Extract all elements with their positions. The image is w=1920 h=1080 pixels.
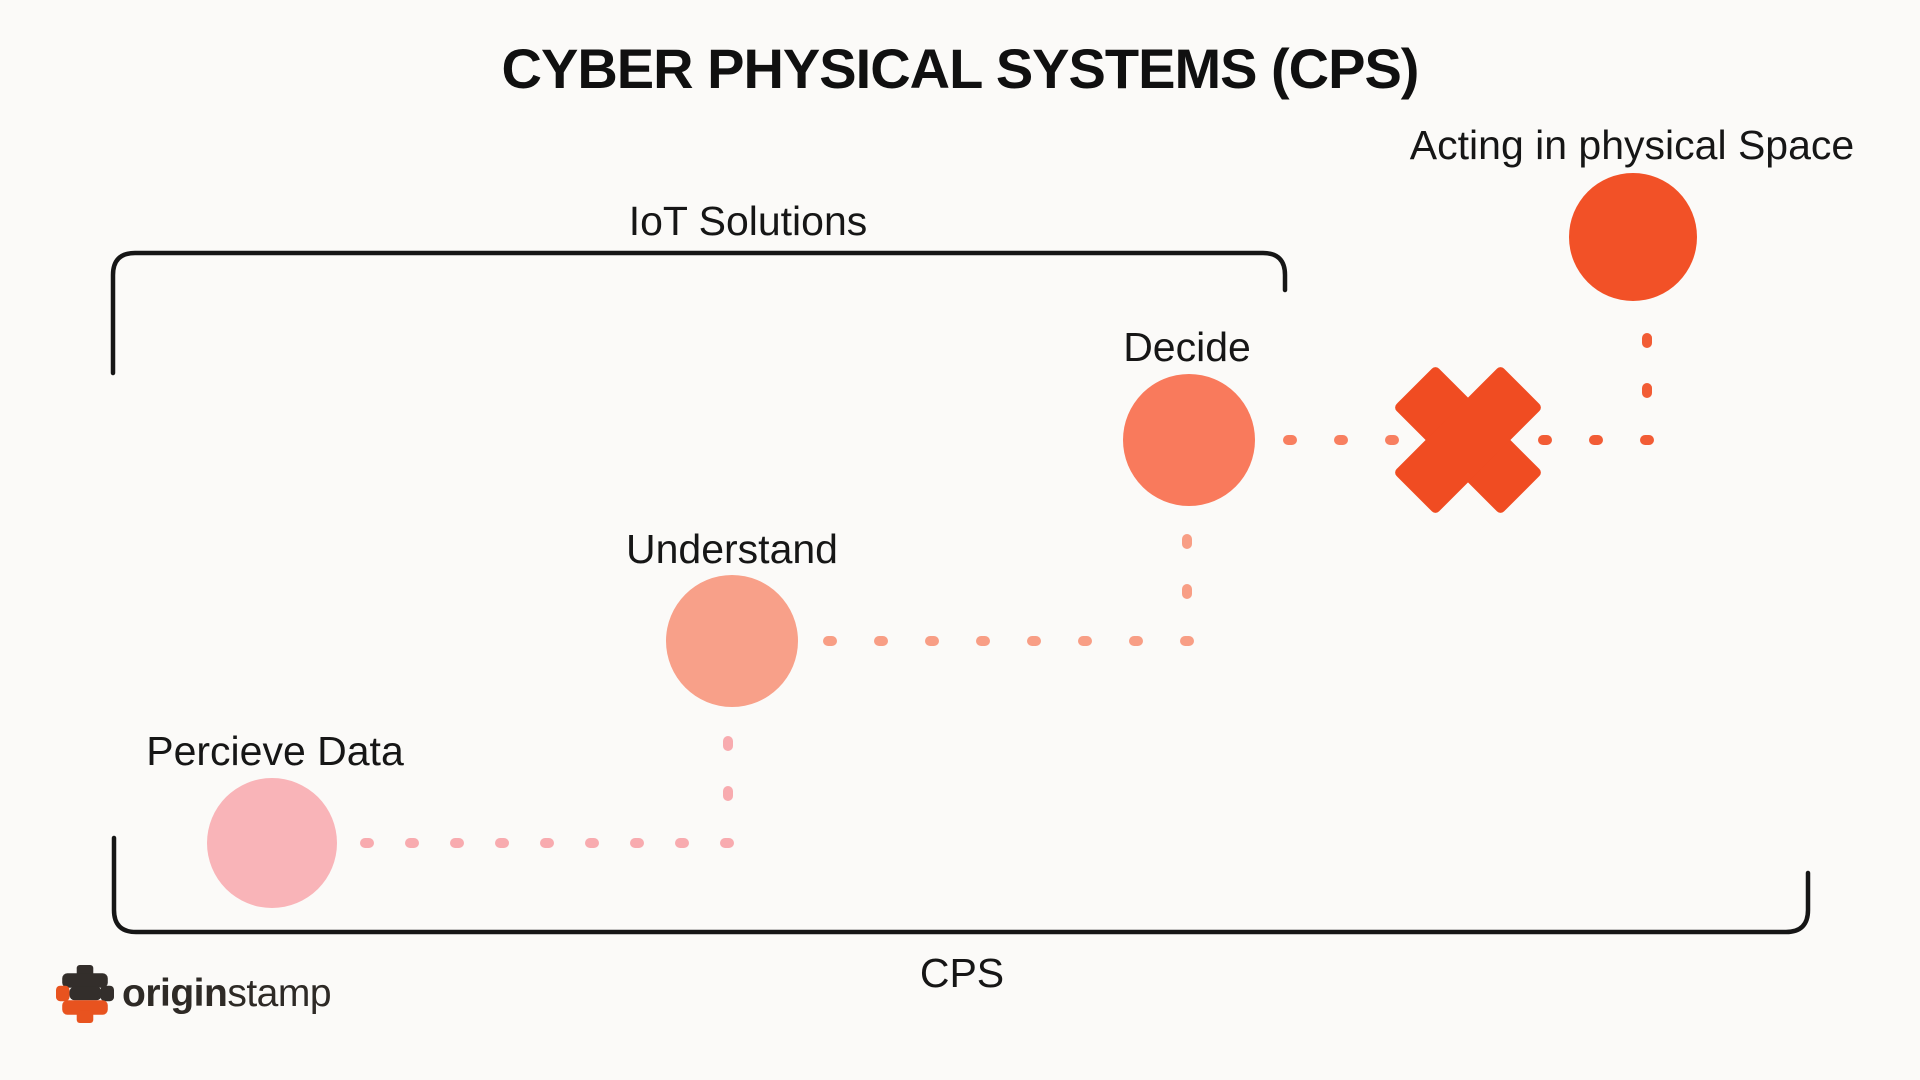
dotted-line-dot: [1283, 435, 1297, 445]
node-circle-decide: [1123, 374, 1255, 506]
dotted-line-dot: [1334, 435, 1348, 445]
originstamp-logo: originstamp: [56, 962, 396, 1026]
dotted-line-dot: [1129, 636, 1143, 646]
dotted-line-dot: [1182, 583, 1192, 599]
dotted-line-dot: [1642, 332, 1652, 348]
dotted-line-dot: [495, 838, 509, 848]
dotted-line-dot: [450, 838, 464, 848]
dotted-line-dot: [1642, 382, 1652, 398]
originstamp-wordmark: originstamp: [122, 972, 332, 1016]
node-circle-acting: [1569, 173, 1697, 301]
dotted-line-dot: [675, 838, 689, 848]
dotted-line-dot: [585, 838, 599, 848]
dotted-line-dot: [405, 838, 419, 848]
node-label-understand: Understand: [626, 526, 838, 572]
dotted-line-dot: [723, 735, 733, 751]
dotted-line-dot: [823, 636, 837, 646]
node-circle-perceive: [207, 778, 337, 908]
dotted-line-dot: [874, 636, 888, 646]
dotted-line-dot: [976, 636, 990, 646]
originstamp-logo-icon: [56, 965, 114, 1023]
dotted-line-dot: [1027, 636, 1041, 646]
wordmark-origin: origin: [122, 972, 228, 1015]
wordmark-stamp: stamp: [227, 972, 332, 1015]
x-bar: [1395, 367, 1541, 513]
node-label-decide: Decide: [1123, 324, 1251, 370]
page-title: CYBER PHYSICAL SYSTEMS (CPS): [501, 37, 1420, 100]
iot-bracket-label: IoT Solutions: [628, 198, 868, 244]
blocked-x-icon: [1395, 367, 1541, 513]
node-circle-understand: [666, 575, 798, 707]
cps-bracket: [111, 835, 1811, 935]
logo-s-mark: [56, 965, 114, 1023]
dotted-line-dot: [1078, 636, 1092, 646]
dotted-line-dot: [1182, 533, 1192, 549]
dotted-line-dot: [1640, 435, 1654, 445]
iot-bracket: [110, 250, 1288, 376]
dotted-line-dot: [723, 785, 733, 801]
dotted-line-dot: [1538, 435, 1552, 445]
dotted-line-dot: [925, 636, 939, 646]
dotted-line-dot: [540, 838, 554, 848]
cps-bracket-label: CPS: [919, 950, 1005, 996]
dotted-line-dot: [1180, 636, 1194, 646]
dotted-line-dot: [630, 838, 644, 848]
dotted-line-dot: [360, 838, 374, 848]
node-label-perceive: Percieve Data: [146, 728, 404, 774]
dotted-line-dot: [1589, 435, 1603, 445]
dotted-line-dot: [1385, 435, 1399, 445]
dotted-line-dot: [720, 838, 734, 848]
node-label-acting: Acting in physical Space: [1409, 122, 1855, 168]
